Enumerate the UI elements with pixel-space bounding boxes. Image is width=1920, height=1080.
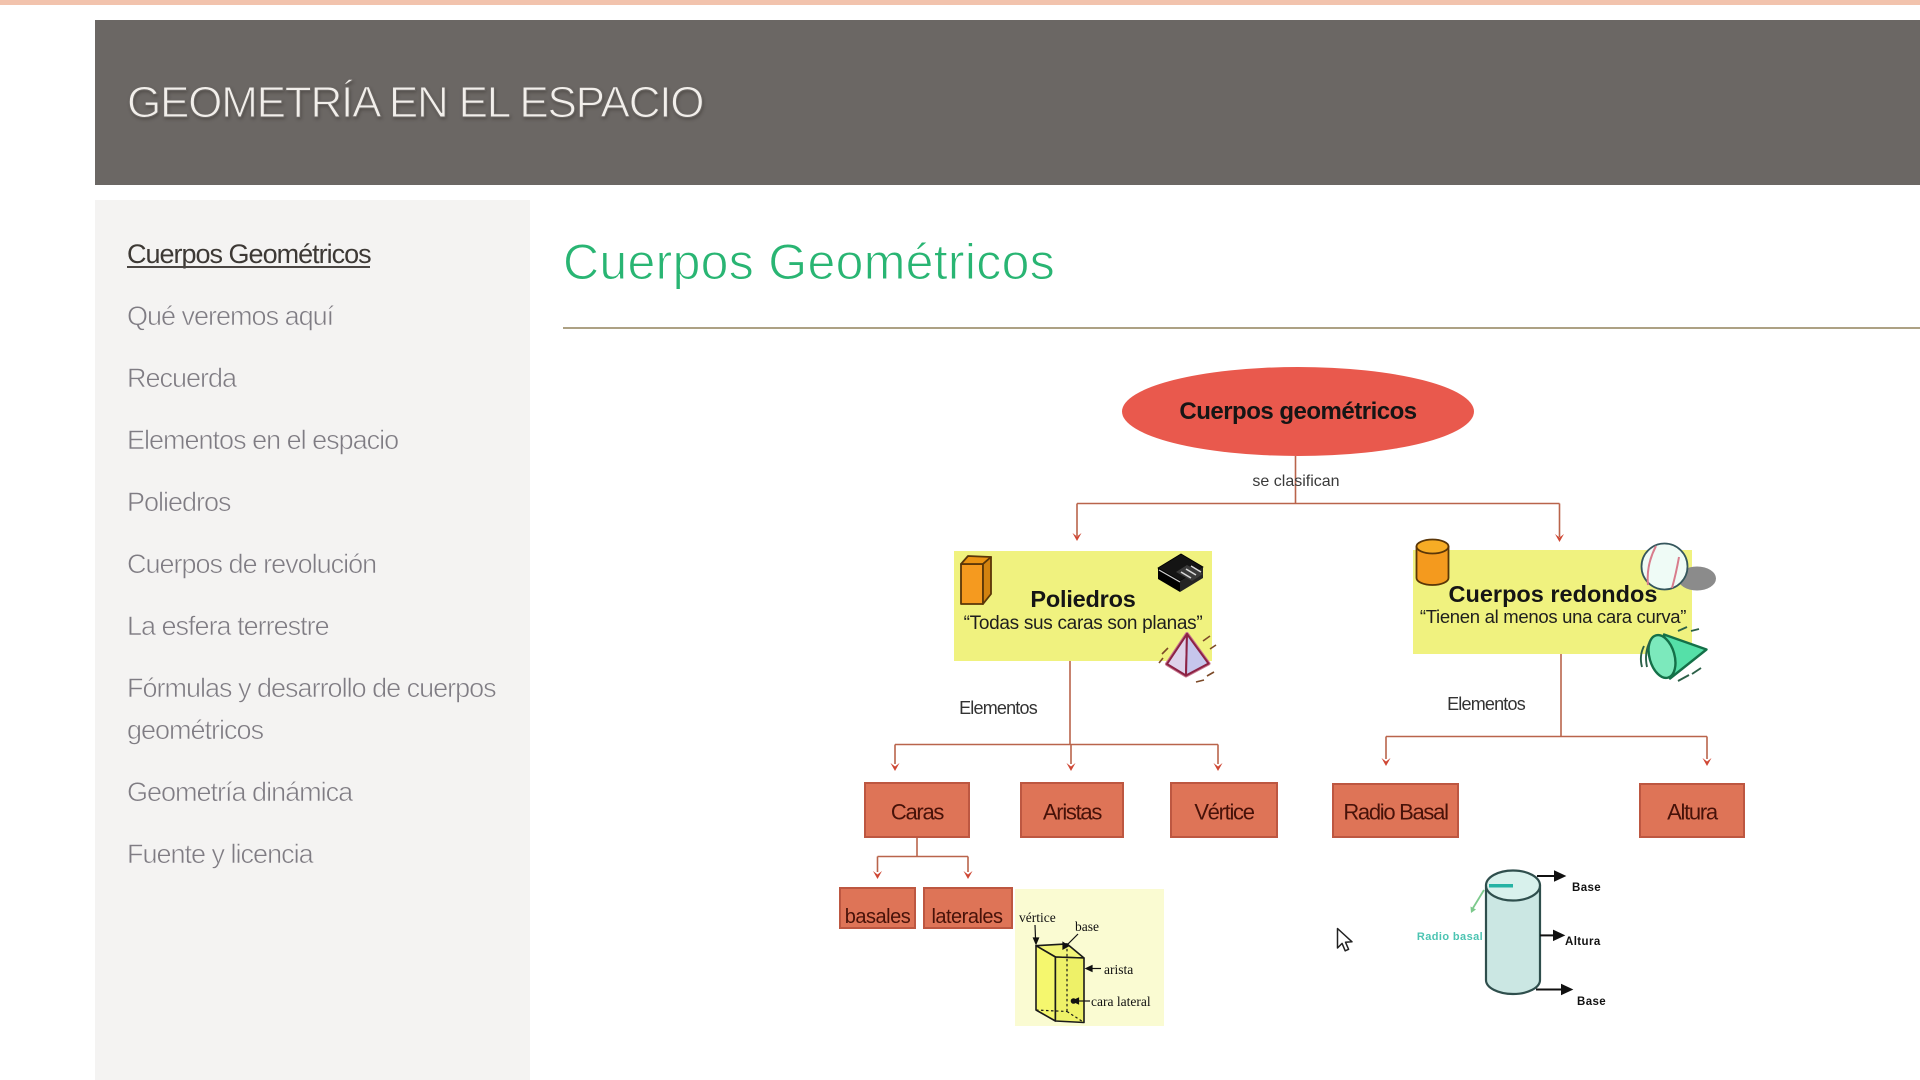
- svg-text:Radio basal: Radio basal: [1417, 931, 1483, 943]
- svg-text:se clasifican: se clasifican: [1252, 473, 1339, 490]
- svg-text:“Todas sus caras son planas”: “Todas sus caras son planas”: [964, 613, 1203, 634]
- svg-text:arista: arista: [1104, 962, 1133, 977]
- svg-text:Caras: Caras: [891, 800, 944, 825]
- svg-text:Elementos: Elementos: [959, 698, 1038, 718]
- svg-text:Cuerpos geométricos: Cuerpos geométricos: [1179, 398, 1416, 425]
- svg-text:Poliedros: Poliedros: [1030, 586, 1135, 612]
- svg-text:vértice: vértice: [1019, 910, 1056, 925]
- svg-text:Vértice: Vértice: [1194, 800, 1254, 825]
- svg-text:Altura: Altura: [1667, 800, 1719, 825]
- svg-text:cara lateral: cara lateral: [1091, 994, 1151, 1009]
- svg-text:Aristas: Aristas: [1043, 800, 1102, 825]
- svg-text:“Tienen al menos una cara curv: “Tienen al menos una cara curva”: [1420, 606, 1686, 627]
- svg-text:Cuerpos redondos: Cuerpos redondos: [1449, 581, 1658, 607]
- svg-text:Base: Base: [1577, 996, 1606, 1008]
- svg-text:Altura: Altura: [1565, 936, 1601, 948]
- svg-text:Radio Basal: Radio Basal: [1343, 800, 1448, 825]
- svg-text:Elementos: Elementos: [1447, 694, 1526, 714]
- svg-text:base: base: [1075, 919, 1099, 934]
- svg-text:laterales: laterales: [931, 906, 1003, 928]
- svg-text:Base: Base: [1572, 882, 1601, 894]
- svg-text:basales: basales: [845, 906, 911, 928]
